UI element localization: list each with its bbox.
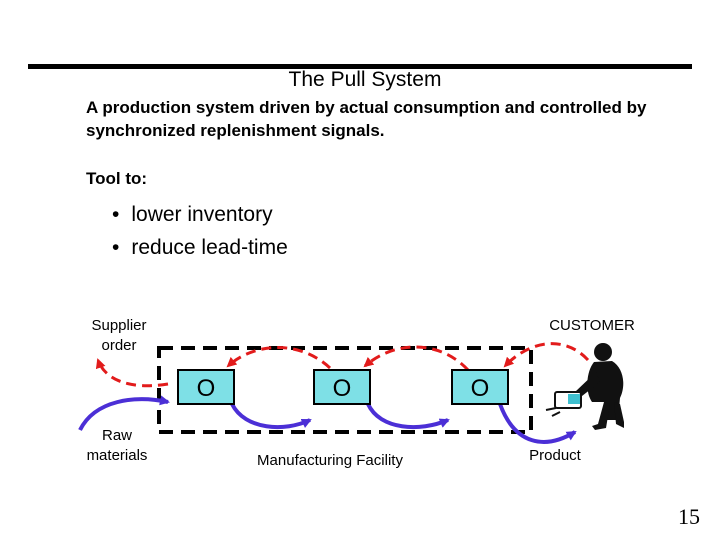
supplier-order-line: Supplier xyxy=(91,317,147,334)
station-1: O xyxy=(177,369,235,405)
signal-arrow-3 xyxy=(363,345,470,372)
station-glyph: O xyxy=(197,375,216,402)
facility-box xyxy=(157,346,533,434)
signal-arrow-customer xyxy=(503,342,590,368)
station-glyph: O xyxy=(333,375,352,402)
bullet-list: lower inventory reduce lead-time xyxy=(112,198,288,264)
bullet-item: lower inventory xyxy=(112,198,288,231)
raw-materials-line: materials xyxy=(86,447,148,464)
station-2: O xyxy=(313,369,371,405)
material-flow xyxy=(78,395,577,444)
customer-figure-icon xyxy=(545,343,624,430)
supplier-order-label: Supplier order xyxy=(74,316,164,356)
bullet-item: reduce lead-time xyxy=(112,231,287,264)
signal-arrow-2 xyxy=(226,346,332,370)
station-3: O xyxy=(451,369,509,405)
product-label: Product xyxy=(529,447,581,464)
signal-arrow-supplier xyxy=(95,358,169,388)
signal-flow xyxy=(95,342,590,388)
raw-materials-label: Raw materials xyxy=(72,426,162,466)
definition-text: A production system driven by actual con… xyxy=(86,98,647,140)
material-arrow-raw xyxy=(78,395,170,431)
slide-title: The Pull System xyxy=(288,68,442,91)
raw-materials-line: Raw xyxy=(101,427,132,444)
material-arrow-product xyxy=(498,403,577,444)
material-arrow-2 xyxy=(366,403,450,430)
title-rule xyxy=(28,64,692,69)
material-arrow-1 xyxy=(230,402,312,430)
supplier-order-line: order xyxy=(101,337,137,354)
page-number: 15 xyxy=(678,504,700,529)
manufacturing-label: Manufacturing Facility xyxy=(257,452,403,469)
tool-label: Tool to: xyxy=(86,169,148,188)
customer-label: CUSTOMER xyxy=(549,317,635,334)
station-glyph: O xyxy=(471,375,490,402)
